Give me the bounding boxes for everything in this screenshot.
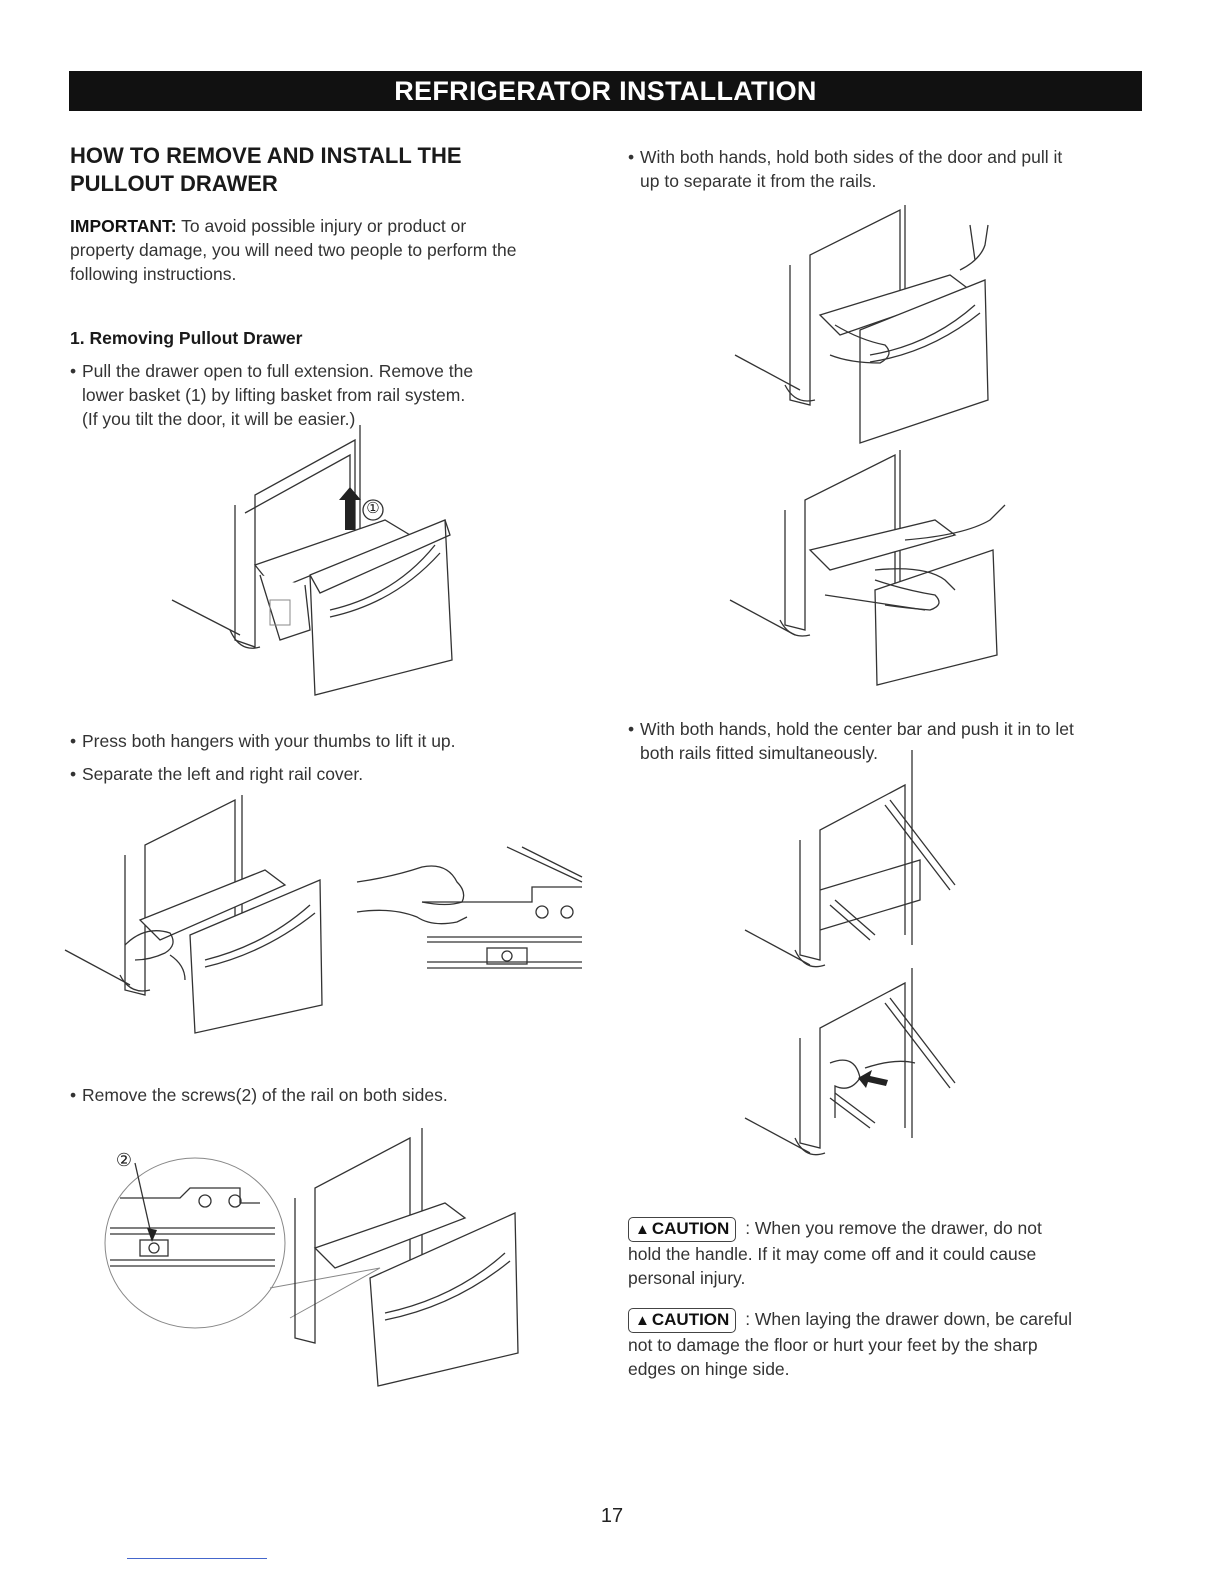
important-text: To avoid possible injury or product or [181,216,467,236]
left-bullet-3: •Separate the left and right rail cover. [70,764,364,784]
right-bullet-1: •With both hands, hold both sides of the… [628,145,1148,193]
caution-1: ▲CAUTION : When you remove the drawer, d… [628,1216,1148,1290]
door-lift-illustration-1 [734,205,989,444]
important-text-line-2: property damage, you will need two peopl… [70,240,517,260]
caution-badge-2: ▲CAUTION [628,1308,737,1333]
caution-1-line-3: personal injury. [628,1268,746,1288]
warning-icon: ▲ [635,1221,650,1238]
left-bullet-4-text: Remove the screws(2) of the rail on both… [82,1085,448,1105]
footer-rule [127,1558,267,1559]
center-bar-push-illustration-2 [744,968,956,1156]
callout-2: ② [115,1150,133,1170]
push-arrow-icon [858,1070,888,1088]
basket-removal-illustration [171,425,453,696]
left-bullet-2-text: Press both hangers with your thumbs to l… [82,731,456,751]
rail-cover-detail-illustration [356,846,583,969]
caution-2-line-2: not to damage the floor or hurt your fee… [628,1335,1038,1355]
left-bullet-1: •Pull the drawer open to full extension.… [70,359,590,431]
left-bullet-1-line-1: Pull the drawer open to full extension. … [82,361,474,381]
important-label: IMPORTANT: [70,216,177,236]
important-notice: IMPORTANT: To avoid possible injury or p… [70,214,590,286]
page-banner: REFRIGERATOR INSTALLATION [69,71,1142,111]
rail-screws-illustration [104,1128,519,1387]
right-bullet-2: •With both hands, hold the center bar an… [628,717,1148,765]
left-bullet-2: •Press both hangers with your thumbs to … [70,731,456,751]
caution-1-line-2: hold the handle. If it may come off and … [628,1244,1037,1264]
right-bullet-1-line-2: up to separate it from the rails. [640,171,877,191]
callout-1: ① [366,500,380,517]
page-number: 17 [600,1505,624,1527]
section-title: HOW TO REMOVE AND INSTALL THE PULLOUT DR… [70,142,590,198]
caution-badge-1-label: CAUTION [651,1219,730,1238]
caution-2-line-3: edges on hinge side. [628,1359,790,1379]
right-bullet-2-line-1: With both hands, hold the center bar and… [640,719,1074,739]
important-text-line-3: following instructions. [70,264,237,284]
caution-2-text: : When laying the drawer down, be carefu… [745,1309,1073,1329]
door-lift-illustration-2 [729,450,1006,686]
lift-arrow-icon [339,487,361,530]
warning-icon: ▲ [635,1312,650,1329]
hanger-press-illustration [64,795,323,1034]
section-title-line-2: PULLOUT DRAWER [70,171,278,196]
left-bullet-3-text: Separate the left and right rail cover. [82,764,364,784]
caution-1-text: : When you remove the drawer, do not [745,1218,1042,1238]
caution-2: ▲CAUTION : When laying the drawer down, … [628,1307,1148,1381]
step1-heading: 1. Removing Pullout Drawer [70,328,303,348]
right-bullet-1-line-1: With both hands, hold both sides of the … [640,147,1063,167]
left-bullet-1-line-3: (If you tilt the door, it will be easier… [82,409,356,429]
section-title-line-1: HOW TO REMOVE AND INSTALL THE [70,143,462,168]
left-bullet-1-line-2: lower basket (1) by lifting basket from … [82,385,466,405]
caution-badge-2-label: CAUTION [651,1310,730,1329]
right-bullet-2-line-2: both rails fitted simultaneously. [640,743,878,763]
caution-badge-1: ▲CAUTION [628,1217,737,1242]
center-bar-push-illustration-1 [744,750,956,968]
left-bullet-4: •Remove the screws(2) of the rail on bot… [70,1085,448,1105]
